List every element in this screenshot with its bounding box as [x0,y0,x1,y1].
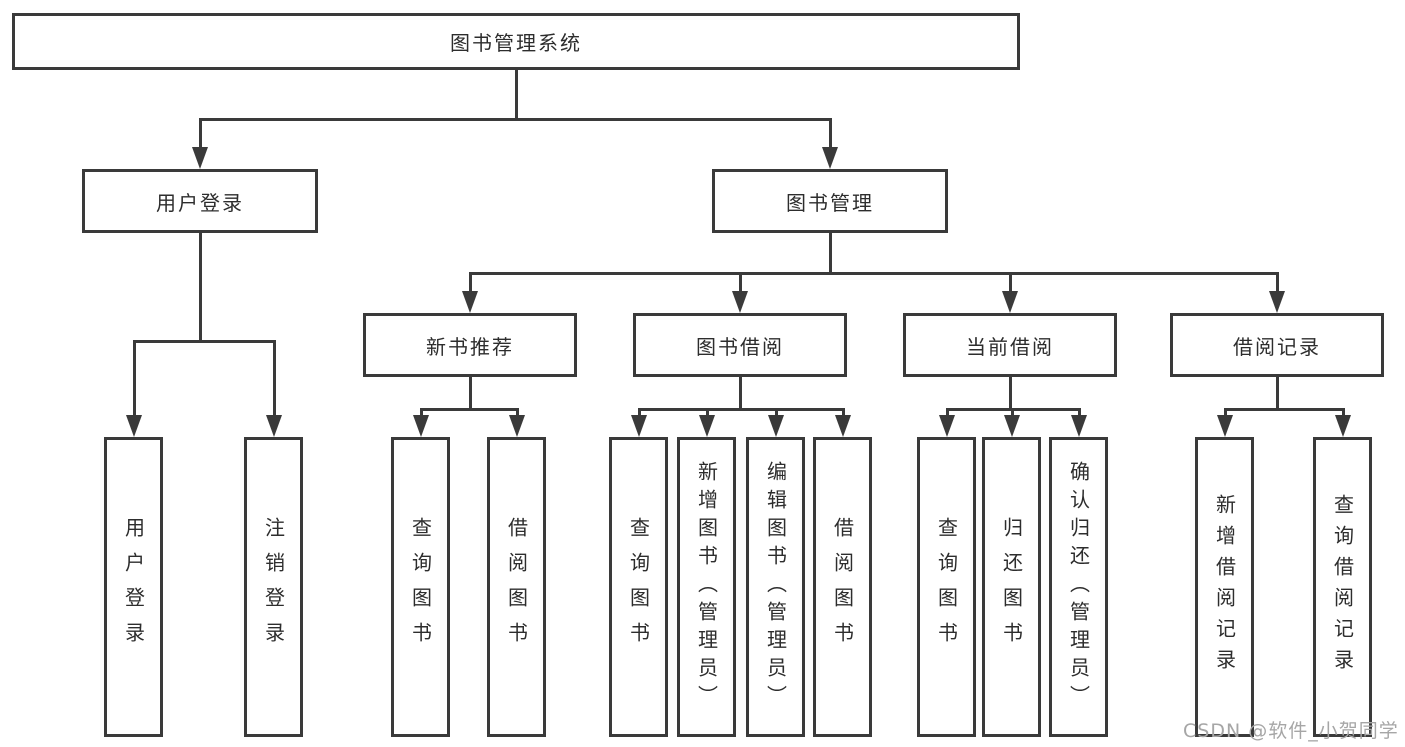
arrowhead-leaf [631,415,647,437]
node-label: 查询图书 [408,517,433,657]
node-label: 图书管理 [786,190,874,215]
node-label: 新增借阅记录 [1212,494,1237,680]
connector-drop-leaf-logout [272,340,276,417]
connector-drop-user-login [198,118,202,149]
connector-drop-leaf [515,408,519,417]
arrowhead-leaf [413,415,429,437]
connector-drop-leaf [1341,408,1345,417]
connector-rail-level2 [468,272,1279,275]
connector-rail-level1 [198,118,832,121]
connector-drop-leaf [774,408,778,417]
connector-borrowing-stub [738,377,742,408]
leaf-edit-books-admin: 编辑图书（管理员） [746,437,805,737]
connector-root-stub [514,70,518,118]
arrowhead-leaf [768,415,784,437]
node-label: 注销登录 [261,517,286,657]
node-user-login: 用户登录 [82,169,318,233]
node-label: 图书管理系统 [450,31,582,55]
connector-userlogin-stub [198,233,202,340]
arrowhead-leaf [835,415,851,437]
leaf-add-borrow-record: 新增借阅记录 [1195,437,1254,737]
connector-drop-records [1275,272,1279,293]
connector-drop-leaf [1077,408,1081,417]
arrowhead-records [1269,291,1285,313]
arrowhead-leaf [939,415,955,437]
connector-rail-borrowing [637,408,845,411]
connector-drop-borrowing [738,272,742,293]
connector-drop-leaf [945,408,949,417]
node-borrowing-records: 借阅记录 [1170,313,1384,377]
connector-drop-leaf [1010,408,1014,417]
node-label: 查询图书 [934,517,959,657]
watermark: CSDN @软件_小贺同学 [1183,720,1399,742]
node-label: 图书借阅 [696,334,784,359]
node-label: 查询借阅记录 [1330,494,1355,680]
leaf-borrow-books: 借阅图书 [813,437,872,737]
arrowhead-leaf-login [126,415,142,437]
node-label: 确认归还（管理员） [1066,461,1091,713]
leaf-borrow-books-recommend: 借阅图书 [487,437,546,737]
arrowhead-user-login [192,147,208,169]
node-book-management: 图书管理 [712,169,948,233]
connector-drop-leaf [637,408,641,417]
connector-drop-leaf [841,408,845,417]
connector-drop-leaf [705,408,709,417]
leaf-query-books-recommend: 查询图书 [391,437,450,737]
arrowhead-leaf [1335,415,1351,437]
leaf-query-books-current: 查询图书 [917,437,976,737]
node-label: 当前借阅 [966,334,1054,359]
arrowhead-leaf [1004,415,1020,437]
arrowhead-borrowing [732,291,748,313]
node-label: 归还图书 [999,517,1024,657]
leaf-return-books: 归还图书 [982,437,1041,737]
connector-drop-leaf-login [132,340,136,417]
connector-drop-current [1008,272,1012,293]
leaf-add-books-admin: 新增图书（管理员） [677,437,736,737]
node-root-library-management-system: 图书管理系统 [12,13,1020,70]
node-label: 新增图书（管理员） [694,461,719,713]
leaf-user-login: 用户登录 [104,437,163,737]
node-label: 用户登录 [156,190,244,215]
arrowhead-leaf [1217,415,1233,437]
connector-drop-book-management [828,118,832,149]
node-label: 查询图书 [626,517,651,657]
leaf-query-borrow-record: 查询借阅记录 [1313,437,1372,737]
connector-drop-recommend [468,272,472,293]
connector-rail-recommend [419,408,519,411]
node-label: 借阅记录 [1233,334,1321,359]
connector-recommend-stub [468,377,472,408]
leaf-logout: 注销登录 [244,437,303,737]
arrowhead-leaf [509,415,525,437]
connector-bookmgmt-stub [828,233,832,272]
node-label: 新书推荐 [426,334,514,359]
connector-drop-leaf [419,408,423,417]
connector-rail-userlogin [132,340,276,343]
node-label: 用户登录 [121,517,146,657]
connector-current-stub [1008,377,1012,408]
arrowhead-book-management [822,147,838,169]
leaf-query-books-borrowing: 查询图书 [609,437,668,737]
node-new-book-recommend: 新书推荐 [363,313,577,377]
connector-rail-records [1223,408,1345,411]
arrowhead-leaf [699,415,715,437]
arrowhead-leaf [1071,415,1087,437]
node-book-borrowing: 图书借阅 [633,313,847,377]
connector-records-stub [1275,377,1279,408]
connector-drop-leaf [1223,408,1227,417]
arrowhead-current [1002,291,1018,313]
leaf-confirm-return-admin: 确认归还（管理员） [1049,437,1108,737]
node-label: 借阅图书 [504,517,529,657]
node-label: 编辑图书（管理员） [763,461,788,713]
arrowhead-recommend [462,291,478,313]
node-current-borrowing: 当前借阅 [903,313,1117,377]
node-label: 借阅图书 [830,517,855,657]
arrowhead-leaf-logout [266,415,282,437]
